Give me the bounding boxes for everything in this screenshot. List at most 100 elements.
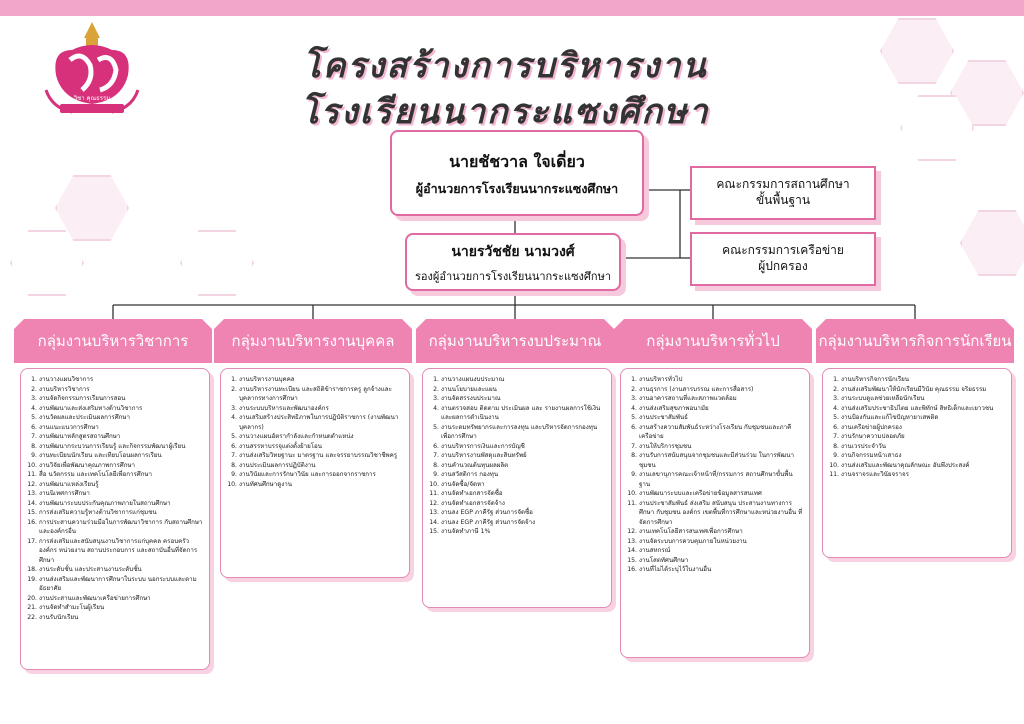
top-band — [0, 0, 1024, 16]
committee-label: ขั้นพื้นฐาน — [755, 193, 811, 207]
list-item: งานบริหารการเงินและการบัญชี — [441, 442, 605, 452]
list-item: งานวางแผนอัตรากำลังและกำหนดตำแหน่ง — [239, 432, 403, 442]
list-item: งานอาคารสถานที่และสภาพแวดล้อม — [639, 394, 803, 404]
committee-box-basic-education: คณะกรรมการสถานศึกษา ขั้นพื้นฐาน — [690, 166, 876, 220]
group-header-academic: กลุ่มงานบริหารวิชาการ — [14, 319, 212, 363]
list-item: งานพัฒนาหลักสูตรสถานศึกษา — [39, 432, 203, 442]
list-item: งานเลขานุการคณะเจ้าหน้าที่/กรรมการ สถานศ… — [639, 470, 803, 489]
list-item: งานลง EGP ภาคีรัฐ ส่วนการจัดซื้อ — [441, 508, 605, 518]
list-item: งานบริหารกิจการนักเรียน — [841, 375, 1005, 385]
group-list-academic: งานวางแผนวิชาการงานบริหารวิชาการงานจัดกิ… — [20, 368, 210, 670]
list-item: งานพัฒนากระบวนการเรียนรู้ และกิจกรรมพัฒน… — [39, 442, 203, 452]
list-item: งานส่งเสริมพัฒนาให้นักเรียนมีวินัย คุณธร… — [841, 385, 1005, 395]
list-item: งานวางแผนวิชาการ — [39, 375, 203, 385]
list-item: งานโสตทัศนศึกษา — [639, 556, 803, 566]
list-item: งานประชาสัมพันธ์ — [639, 413, 803, 423]
list-item: สื่อ นวัตกรรม และเทคโนโลยีเพื่อการศึกษา — [39, 470, 203, 480]
list-item: งานรับนักเรียน — [39, 613, 203, 623]
list-item: งานให้บริการชุมชน — [639, 442, 803, 452]
list-item: งานประชาสัมพันธ์ ส่งเสริม สนับสนุน ประสา… — [639, 499, 803, 528]
list-item: งานพัฒนาระบบและเครือข่ายข้อมูลสารสนเทศ — [639, 489, 803, 499]
list-item: การประสานความร่วมมือในการพัฒนาวิชาการ กั… — [39, 518, 203, 537]
list-item: งานประสานและพัฒนาเครือข่ายการศึกษา — [39, 594, 203, 604]
list-item: งานจัดทำเอกสารจัดจ้าง — [441, 499, 605, 509]
list-item: การส่งเสริมและสนับสนุนงานวิชาการแก่บุคคล… — [39, 537, 203, 566]
director-position: ผู้อำนวยการโรงเรียนนากระแซงศึกษา — [415, 181, 619, 196]
list-item: งานพัฒนาแหล่งเรียนรู้ — [39, 480, 203, 490]
list-item: งานพัฒนาและส่งเสริมทางด้านวิชาการ — [39, 404, 203, 414]
list-item: งานวางแผนงบประมาณ — [441, 375, 605, 385]
list-item: งานระดับชั้น และประสานงานระดับชั้น — [39, 565, 203, 575]
list-item: งานทะเบียนนักเรียน และเทียบโอนผลการเรียน — [39, 451, 203, 461]
deputy-box: นายรวัชชัย นามวงศ์ รองผู้อำนวยการโรงเรีย… — [405, 233, 621, 291]
list-item: งานธุรการ (งานสารบรรณ และการสื่อสาร) — [639, 385, 803, 395]
list-item: งานนโยบายและแผน — [441, 385, 605, 395]
list-item: งานจัดทำภาษี 1% — [441, 527, 605, 537]
list-item: งานวัดผลและประเมินผลการศึกษา — [39, 413, 203, 423]
decor-hexagon — [55, 175, 129, 241]
director-name: นายชัชวาล ใจเดี่ยว — [449, 152, 585, 171]
list-item: งานส่งเสริมสุขภาพอนามัย — [639, 404, 803, 414]
list-item: งานแนะแนวการศึกษา — [39, 423, 203, 433]
list-item: งานทัศนศึกษาดูงาน — [239, 480, 403, 490]
list-item: งานบริหารงานพัสดุและสินทรัพย์ — [441, 451, 605, 461]
committee-label: คณะกรรมการเครือข่าย — [722, 243, 844, 257]
list-item: งานจัดสรรงบประมาณ — [441, 394, 605, 404]
list-item: งานส่งเสริมและพัฒนาคุณลักษณะ อันพึงประสง… — [841, 461, 1005, 471]
committee-box-parent-network: คณะกรรมการเครือข่าย ผู้ปกครอง — [690, 232, 876, 286]
list-item: งานจัดทำสำมะโนผู้เรียน — [39, 603, 203, 613]
committee-label: ผู้ปกครอง — [758, 259, 808, 273]
list-item: งานบริหารทั่วไป — [639, 375, 803, 385]
list-item: งานระบบบริหารและพัฒนาองค์กร — [239, 404, 403, 414]
list-item: งานเครือข่ายผู้ปกครอง — [841, 423, 1005, 433]
list-item: งานจัดระบบการควบคุมภายในหน่วยงาน — [639, 537, 803, 547]
list-item: งานเสริมสร้างประสิทธิภาพในการปฏิบัติราชก… — [239, 413, 403, 432]
list-item: งานบริหารงานทะเบียน และสถิติข้าราชการครู… — [239, 385, 403, 404]
list-item: งานคำนวณต้นทุนผลผลิต — [441, 461, 605, 471]
list-item: งานจราจรและวินัยจราจร — [841, 470, 1005, 480]
group-list-general: งานบริหารทั่วไปงานธุรการ (งานสารบรรณ และ… — [620, 368, 810, 658]
list-item: งานส่งเสริมและพัฒนาการศึกษาในระบบ นอกระบ… — [39, 575, 203, 594]
list-item: งานประเมินผลการปฏิบัติงาน — [239, 461, 403, 471]
school-crest-icon: วิชา คุณธรรม — [44, 22, 140, 114]
group-list-budget: งานวางแผนงบประมาณงานนโยบายและแผนงานจัดสร… — [422, 368, 612, 608]
logo-motto: วิชา คุณธรรม — [73, 95, 110, 102]
list-item: งานเทคโนโลยีสารสนเทศเพื่อการศึกษา — [639, 527, 803, 537]
group-list-personnel: งานบริหารงานบุคคลงานบริหารงานทะเบียน และ… — [220, 368, 410, 578]
group-header-personnel: กลุ่มงานบริหารงานบุคคล — [214, 319, 412, 363]
group-list-student-affairs: งานบริหารกิจการนักเรียนงานส่งเสริมพัฒนาใ… — [822, 368, 1012, 558]
list-item: งานพัฒนาระบบประกันคุณภาพภายในสถานศึกษา — [39, 499, 203, 509]
list-item: งานจัดซื้อ/จัดหา — [441, 480, 605, 490]
director-box: นายชัชวาล ใจเดี่ยว ผู้อำนวยการโรงเรียนนา… — [390, 130, 644, 216]
list-item: งานกิจกรรมหน้าเสาธง — [841, 451, 1005, 461]
list-item: งานตรวจสอบ ติดตาม ประเมินผล และ รายงานผล… — [441, 404, 605, 423]
list-item: งานป้องกันและแก้ไขปัญหายาเสพติด — [841, 413, 1005, 423]
list-item: งานลง EGP ภาคีรัฐ ส่วนการจัดจ้าง — [441, 518, 605, 528]
list-item: งานส่งเสริมวิทยฐานะ มาตรฐาน และจรรยาบรรณ… — [239, 451, 403, 461]
list-item: งานสรรหาบรรจุแต่งตั้งย้ายโอน — [239, 442, 403, 452]
list-item: งานจัดทำเอกสารจัดซื้อ — [441, 489, 605, 499]
list-item: งานวินัยและการรักษาวินัย และการออกจากราช… — [239, 470, 403, 480]
list-item: การส่งเสริมความรู้ทางด้านวิชาการแก่ชุมชน — [39, 508, 203, 518]
group-header-student-affairs: กลุ่มงานบริหารกิจการนักเรียน — [816, 319, 1014, 363]
list-item: งานสวัสดิการ กองทุน — [441, 470, 605, 480]
list-item: งานรักษาความปลอดภัย — [841, 432, 1005, 442]
list-item: งานจัดกิจกรรมการเรียนการสอน — [39, 394, 203, 404]
page-title: โครงสร้างการบริหารงาน — [302, 46, 708, 86]
list-item: งานนิเทศการศึกษา — [39, 489, 203, 499]
list-item: งานที่ไม่ได้ระบุไว้ในงานอื่น — [639, 565, 803, 575]
list-item: งานระบบดูแลช่วยเหลือนักเรียน — [841, 394, 1005, 404]
list-item: งานบริหารงานบุคคล — [239, 375, 403, 385]
list-item: งานรับการสนับสนุนจากชุมชนและมีส่วนร่วม ใ… — [639, 451, 803, 470]
list-item: งานสร้างความสัมพันธ์ระหว่างโรงเรียน กับช… — [639, 423, 803, 442]
group-header-budget: กลุ่มงานบริหารงบประมาณ — [416, 319, 614, 363]
list-item: งานเวรประจำวัน — [841, 442, 1005, 452]
list-item: งานบริหารวิชาการ — [39, 385, 203, 395]
list-item: งานวิจัยเพื่อพัฒนาคุณภาพการศึกษา — [39, 461, 203, 471]
list-item: งานสหกรณ์ — [639, 546, 803, 556]
deputy-position: รองผู้อำนวยการโรงเรียนนากระแซงศึกษา — [415, 270, 611, 283]
decor-hexagon — [10, 230, 84, 296]
page-subtitle: โรงเรียนนากระแซงศึกษา — [300, 92, 710, 132]
deputy-name: นายรวัชชัย นามวงศ์ — [451, 244, 575, 260]
list-item: งานส่งเสริมประชาธิปไตย และพิทักษ์ สิทธิเ… — [841, 404, 1005, 414]
